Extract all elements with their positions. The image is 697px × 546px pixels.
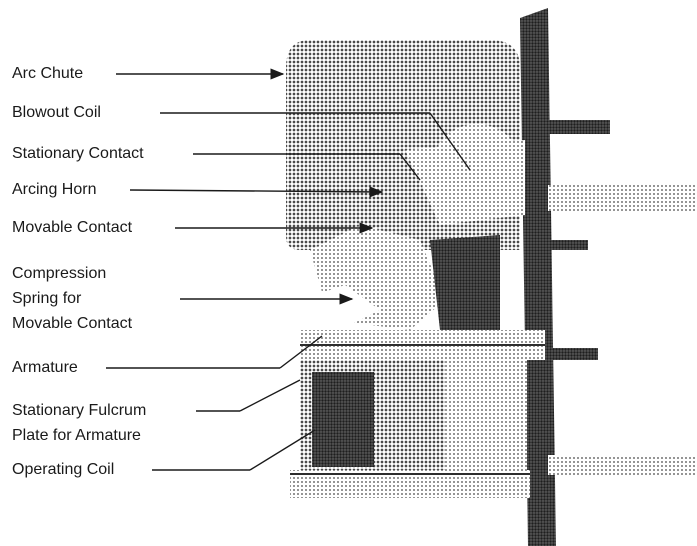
label-blowout-coil: Blowout Coil <box>12 104 101 121</box>
operating-coil-winding <box>312 372 374 467</box>
leader-stationary-contact-b <box>399 153 421 181</box>
operating-coil-frame <box>445 360 527 475</box>
spring-area <box>300 285 380 330</box>
leader-blowout-coil-b <box>429 112 471 171</box>
label-movable-contact: Movable Contact <box>12 219 133 236</box>
label-arc-chute: Arc Chute <box>12 65 84 82</box>
leader-lines <box>106 68 471 471</box>
label-compression-spring-line-3: Movable Contact <box>12 315 133 332</box>
label-fulcrum-plate-line-1: Stationary Fulcrum <box>12 402 147 419</box>
crossbar-shadow <box>430 235 500 330</box>
mounting-panel <box>520 8 556 546</box>
base-terminal-bar <box>548 455 697 475</box>
leader-arcing-horn <box>129 186 384 198</box>
leader-armature-b <box>279 335 323 369</box>
label-armature: Armature <box>12 359 78 376</box>
mid-terminal-bar <box>548 240 588 250</box>
lower-terminal-bar <box>548 348 598 360</box>
label-compression-spring-line-2: Spring for <box>12 290 82 307</box>
load-terminal-bar <box>548 185 697 211</box>
label-arcing-horn: Arcing Horn <box>12 181 97 198</box>
leader-operating-coil-b <box>249 429 316 471</box>
stationary-contact-shape <box>405 140 525 225</box>
upper-terminal-bar <box>548 120 610 134</box>
leader-fulcrum-plate-b <box>239 379 301 412</box>
label-operating-coil: Operating Coil <box>12 461 115 478</box>
label-fulcrum-plate-line-2: Plate for Armature <box>12 427 141 444</box>
label-stationary-contact: Stationary Contact <box>12 145 144 162</box>
label-compression-spring-line-1: Compression <box>12 265 107 282</box>
